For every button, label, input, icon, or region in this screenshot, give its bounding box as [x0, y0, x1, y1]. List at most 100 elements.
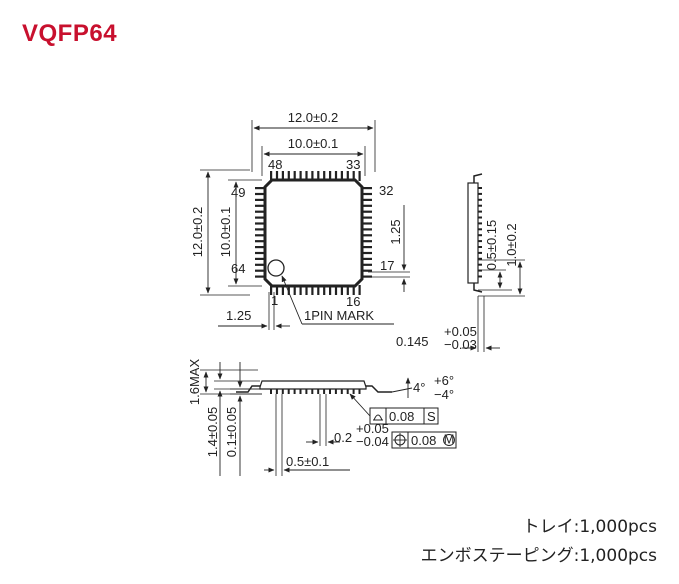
lead — [255, 187, 266, 190]
lead — [478, 240, 482, 243]
lead — [478, 192, 482, 195]
side-view-bottom: 1.6MAX 1.4±0.05 0.1±0.05 4° +6° −4° — [187, 359, 457, 476]
lead — [334, 171, 338, 181]
lead-width-minus: −0.04 — [356, 434, 389, 449]
pin1-mark-dot — [267, 259, 285, 277]
flatness-icon — [373, 414, 383, 421]
dim-outer-height: 12.0±0.2 — [190, 207, 205, 258]
pin-label-16: 16 — [346, 294, 360, 309]
angle-plus: +6° — [434, 373, 454, 388]
side-body — [467, 182, 479, 284]
lead — [287, 389, 290, 394]
dim-body-height: 10.0±0.1 — [218, 207, 233, 258]
lead — [255, 228, 266, 231]
lead — [281, 285, 284, 295]
lead — [352, 389, 355, 394]
lead — [352, 171, 355, 181]
lead — [305, 171, 308, 181]
lead — [329, 389, 331, 394]
lead — [323, 285, 326, 295]
dim-body-width: 10.0±0.1 — [288, 136, 339, 151]
lead — [287, 285, 290, 295]
lead — [361, 204, 372, 207]
pin-label-33: 33 — [346, 157, 360, 172]
top-view: 12.0±0.2 10.0±0.1 12.0±0.2 10.0±0.1 48 3… — [190, 110, 410, 330]
lead — [478, 257, 482, 260]
side-view-right: 0.5±0.15 1.0±0.2 0.145 +0.05 −0.03 — [396, 173, 525, 352]
pins-side-bottom-profile — [270, 389, 361, 394]
lead — [275, 285, 279, 295]
lead — [361, 187, 372, 190]
lead — [346, 171, 349, 181]
lead-width-plus: +0.05 — [356, 421, 389, 436]
position-value: 0.08 — [411, 433, 436, 448]
lead — [478, 246, 482, 248]
lead — [361, 257, 372, 260]
lead — [478, 187, 482, 189]
dim-standoff: 0.1±0.05 — [224, 407, 239, 458]
lead — [340, 389, 343, 394]
lead — [255, 269, 266, 272]
pin-label-48: 48 — [268, 157, 282, 172]
lead — [361, 263, 372, 266]
lead — [255, 234, 266, 237]
lead — [317, 171, 320, 181]
side-body-profile — [259, 380, 367, 390]
lead — [299, 389, 302, 394]
lead — [361, 269, 372, 272]
lead — [255, 251, 266, 255]
package-body — [263, 178, 364, 288]
pins-side-profile — [478, 187, 482, 278]
dim-thickness-plus: +0.05 — [444, 324, 477, 339]
lead — [255, 222, 266, 225]
lead — [478, 275, 482, 278]
lead-width-main: 0.2 — [334, 430, 352, 445]
dim-thickness-main: 0.145 — [396, 334, 429, 349]
lead — [255, 240, 266, 243]
lead — [358, 285, 361, 295]
pin-label-32: 32 — [379, 183, 393, 198]
pin-label-64: 64 — [231, 261, 245, 276]
pins-top-side — [270, 171, 361, 181]
lead — [255, 257, 266, 260]
lead — [358, 171, 361, 181]
pin-label-49: 49 — [231, 185, 245, 200]
lead — [299, 171, 302, 181]
flatness-value: 0.08 — [389, 409, 414, 424]
pitch-right: 1.25 — [388, 219, 403, 244]
lead — [478, 269, 482, 272]
lead — [275, 389, 278, 394]
lead — [255, 192, 266, 196]
pin-label-17: 17 — [380, 258, 394, 273]
lead — [293, 389, 296, 394]
dim-side-body-height: 1.4±0.05 — [205, 407, 220, 458]
lead — [317, 389, 320, 394]
lead — [311, 389, 314, 394]
lead — [305, 285, 308, 295]
dim-lead-length: 0.5±0.15 — [484, 220, 499, 271]
lead — [255, 275, 266, 278]
dim-outer-width: 12.0±0.2 — [288, 110, 339, 125]
lead — [255, 204, 266, 207]
pins-left-side — [255, 187, 266, 278]
angle-minus: −4° — [434, 387, 454, 402]
lead — [299, 285, 302, 295]
lead — [255, 198, 266, 201]
lead — [361, 192, 372, 196]
lead — [275, 171, 279, 181]
dim-thickness-minus: −0.03 — [444, 337, 477, 352]
lead — [361, 251, 372, 255]
lead — [270, 389, 272, 394]
lead — [478, 204, 482, 207]
lead — [270, 285, 273, 295]
lead — [281, 171, 284, 181]
lead — [478, 228, 482, 231]
lead — [329, 285, 332, 295]
lead — [334, 389, 337, 394]
lead — [281, 389, 284, 394]
lead — [323, 389, 326, 394]
lead — [255, 263, 266, 266]
lead — [270, 171, 273, 181]
